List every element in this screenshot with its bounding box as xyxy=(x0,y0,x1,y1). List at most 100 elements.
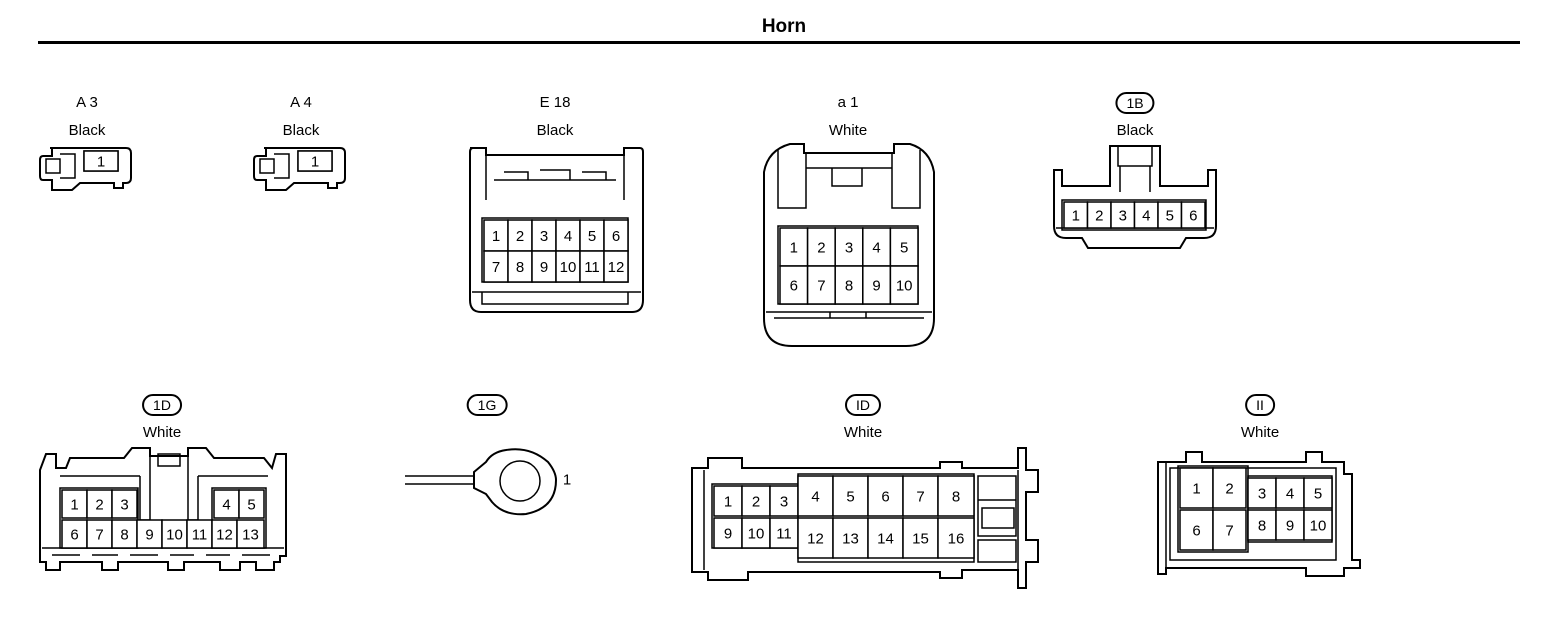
connector-id-code: ID xyxy=(845,394,881,416)
pin-label: 3 xyxy=(540,228,548,245)
pin-label: 4 xyxy=(564,228,572,245)
pin-label: 5 xyxy=(900,240,908,257)
pin-cell xyxy=(714,486,742,516)
connector-1b-color: Black xyxy=(1116,122,1154,139)
pin-cell xyxy=(1304,478,1332,508)
pin-cell xyxy=(1248,510,1276,540)
pin-label: 7 xyxy=(95,527,103,544)
pin-cell xyxy=(798,476,833,516)
pin-label: 2 xyxy=(817,240,825,257)
pin-label: 14 xyxy=(877,531,894,548)
connector-1b-code: 1B xyxy=(1115,92,1155,114)
connector-1d-code: 1D xyxy=(142,394,182,416)
pin-label: 15 xyxy=(912,531,929,548)
connector-ii-color: White xyxy=(1240,424,1280,441)
pin-label: 3 xyxy=(1119,208,1127,225)
title-rule xyxy=(38,41,1520,44)
pin-label: 11 xyxy=(776,526,792,543)
pin-cell xyxy=(137,520,162,548)
pin-cell xyxy=(239,490,264,518)
pin-label: 6 xyxy=(1192,523,1200,540)
pin-label: 1 xyxy=(97,154,105,171)
pin-label: 10 xyxy=(166,527,183,544)
pin-cell xyxy=(770,486,798,516)
pin-label: 4 xyxy=(872,240,880,257)
pin-cell xyxy=(556,220,580,251)
pin-label: 13 xyxy=(242,527,259,544)
pin-label: 8 xyxy=(120,527,128,544)
pin-label: 10 xyxy=(1310,518,1327,535)
pin-label: 1 xyxy=(563,472,571,489)
pin-cell xyxy=(237,520,264,548)
pin-label: 3 xyxy=(780,494,788,511)
pin-label: 7 xyxy=(1225,523,1233,540)
pin-cell xyxy=(1276,510,1304,540)
pin-cell xyxy=(84,151,118,171)
pin-label: 12 xyxy=(608,259,625,276)
pin-cell xyxy=(1180,468,1213,508)
pin-cell xyxy=(742,518,770,548)
pin-cell xyxy=(1180,510,1213,550)
pin-cell xyxy=(1276,478,1304,508)
pin-cell xyxy=(532,251,556,282)
pin-cell xyxy=(808,228,836,266)
pin-label: 4 xyxy=(811,489,819,506)
pin-label: 3 xyxy=(120,497,128,514)
pin-cell xyxy=(112,520,137,548)
pin-label: 16 xyxy=(948,531,965,548)
pin-cell xyxy=(833,476,868,516)
pin-label: 2 xyxy=(752,494,760,511)
pin-label: 12 xyxy=(807,531,824,548)
pin-label: 1 xyxy=(70,497,78,514)
connector-1d-color: White xyxy=(142,424,182,441)
pin-cell xyxy=(1182,202,1206,228)
pin-label: 4 xyxy=(222,497,230,514)
pin-label: 8 xyxy=(1258,518,1266,535)
pin-cell xyxy=(508,251,532,282)
pin-label: 12 xyxy=(216,527,233,544)
pin-cell xyxy=(835,266,863,304)
pin-label: 2 xyxy=(1095,208,1103,225)
pin-cell xyxy=(298,151,332,171)
pin-cell xyxy=(112,490,137,518)
connector-e18-color: Black xyxy=(536,122,574,139)
pin-cell xyxy=(714,518,742,548)
pin-cell xyxy=(604,251,628,282)
pin-label: 10 xyxy=(896,278,913,295)
pin-label: 10 xyxy=(748,526,765,543)
pin-label: 13 xyxy=(842,531,859,548)
pin-label: 1 xyxy=(1072,208,1080,225)
connector-a3-code: A 3 xyxy=(76,94,98,111)
pin-label: 2 xyxy=(95,497,103,514)
pin-label: 11 xyxy=(192,527,208,544)
pin-cell xyxy=(938,476,974,516)
pin-label: 6 xyxy=(881,489,889,506)
pin-label: 5 xyxy=(247,497,255,514)
pin-cell xyxy=(780,266,808,304)
pin-cell xyxy=(1213,510,1246,550)
pin-label: 2 xyxy=(1225,481,1233,498)
pin-cell xyxy=(162,520,187,548)
connector-id-color: White xyxy=(843,424,883,441)
pin-label: 1 xyxy=(492,228,500,245)
pin-label: 7 xyxy=(492,259,500,276)
pin-label: 5 xyxy=(588,228,596,245)
pin-cell xyxy=(890,266,918,304)
pin-cell xyxy=(868,476,903,516)
pin-label: 11 xyxy=(584,259,600,276)
pin-label: 9 xyxy=(724,526,732,543)
pin-label: 6 xyxy=(790,278,798,295)
pin-label: 10 xyxy=(560,259,577,276)
pin-label: 1 xyxy=(790,240,798,257)
pin-label: 7 xyxy=(916,489,924,506)
pin-cell xyxy=(833,518,868,558)
pin-label: 1 xyxy=(311,154,319,171)
pin-label: 5 xyxy=(846,489,854,506)
pin-label: 7 xyxy=(817,278,825,295)
connector-a4-color: Black xyxy=(282,122,320,139)
pin-cell xyxy=(770,518,798,548)
pin-cell xyxy=(212,520,237,548)
pin-label: 9 xyxy=(540,259,548,276)
connector-ii-code: II xyxy=(1245,394,1275,416)
